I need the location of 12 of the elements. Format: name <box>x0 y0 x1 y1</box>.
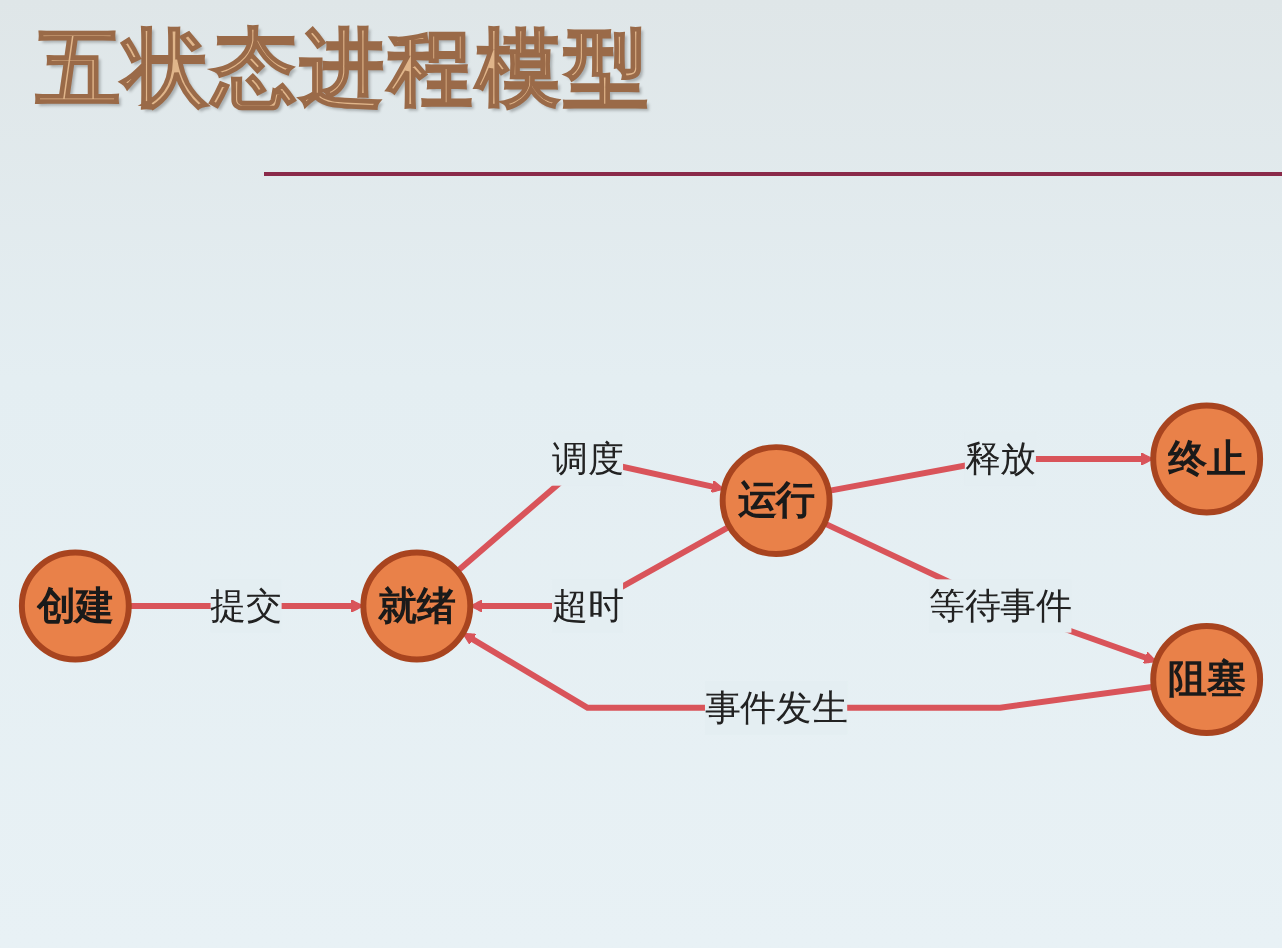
node-circle: 就绪 <box>360 549 474 663</box>
edge-label: 事件发生 <box>704 686 848 729</box>
edge-label: 调度 <box>551 438 624 480</box>
edge-label: 等待事件 <box>929 585 1072 627</box>
edge-label: 提交 <box>210 585 282 627</box>
node-circle: 运行 <box>719 444 833 557</box>
edge-label: 超时 <box>551 585 624 627</box>
edge-label: 释放 <box>964 438 1036 480</box>
node-circle: 终止 <box>1150 402 1264 516</box>
title: 五状态进程模型 <box>36 18 652 119</box>
node-circle: 阻塞 <box>1150 623 1264 736</box>
node-circle: 创建 <box>18 549 132 663</box>
